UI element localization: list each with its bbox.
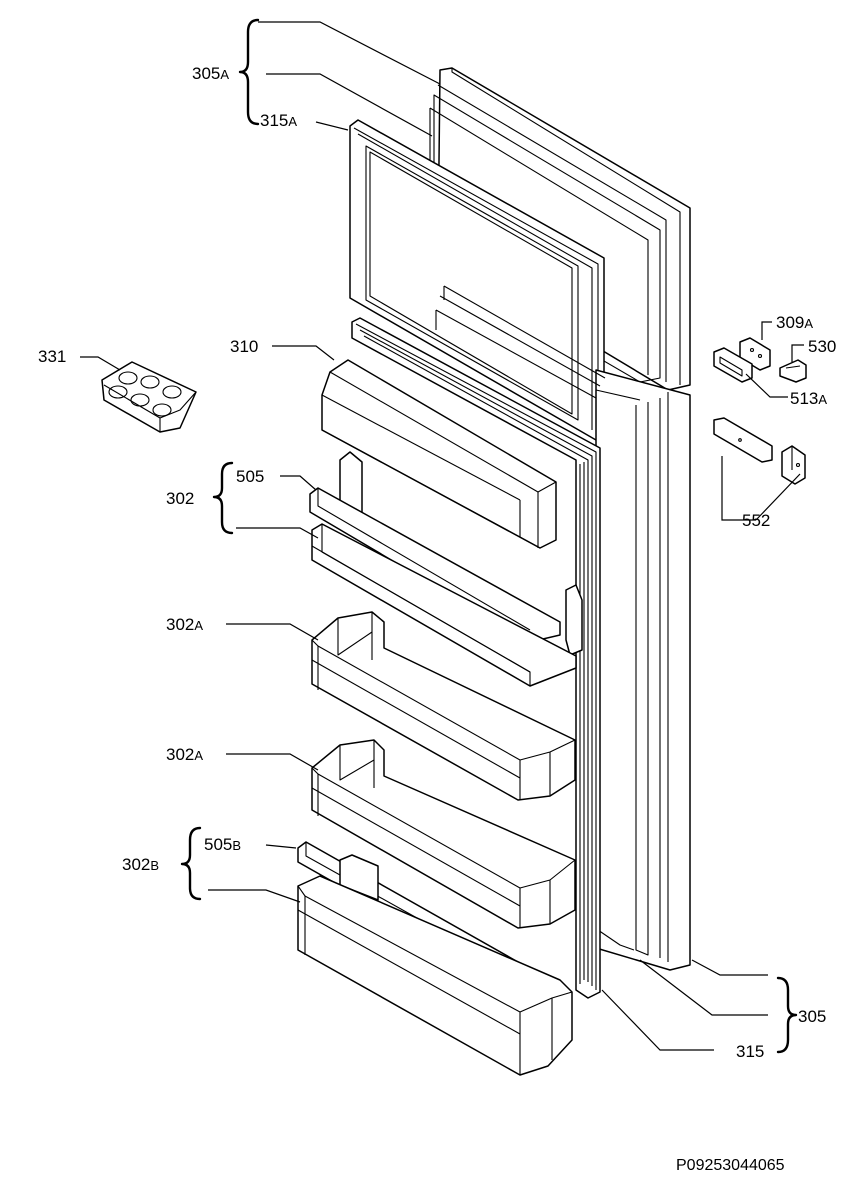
dairy-compartment <box>321 359 557 549</box>
label-310: 310 <box>230 337 258 356</box>
brace-302 <box>212 461 234 535</box>
grouping-braces <box>180 18 798 1054</box>
label-331: 331 <box>38 347 66 366</box>
leader-lines <box>80 21 804 1051</box>
fridge-door-gasket <box>351 317 601 999</box>
door-shelf-302a-upper <box>311 611 576 801</box>
label-505b: 505B <box>204 835 241 854</box>
label-530: 530 <box>808 337 836 356</box>
label-305: 305 <box>798 1007 826 1026</box>
door-shelf-302a-lower <box>311 739 576 929</box>
label-315: 315 <box>736 1042 764 1061</box>
label-513a: 513A <box>790 389 827 408</box>
label-309a: 309A <box>776 313 813 332</box>
egg-tray <box>101 361 197 433</box>
door-shelf-302 <box>309 451 583 687</box>
label-302: 302 <box>166 489 194 508</box>
freezer-door-panel <box>429 67 691 391</box>
brace-305a <box>238 18 260 126</box>
reference-code: P09253044065 <box>676 1157 785 1174</box>
fridge-door-panel <box>435 285 691 971</box>
label-505: 505 <box>236 467 264 486</box>
brace-305 <box>776 976 798 1054</box>
label-305a: 305A <box>192 64 229 83</box>
label-302a-lower: 302A <box>166 745 203 764</box>
brace-302b <box>180 826 202 901</box>
hinge-plates <box>713 417 806 485</box>
label-302a-upper: 302A <box>166 615 203 634</box>
label-552: 552 <box>742 511 770 530</box>
label-315a: 315A <box>260 111 297 130</box>
hinge-parts <box>713 337 807 383</box>
label-302b: 302B <box>122 855 159 874</box>
bottle-shelf-302b <box>297 841 573 1076</box>
